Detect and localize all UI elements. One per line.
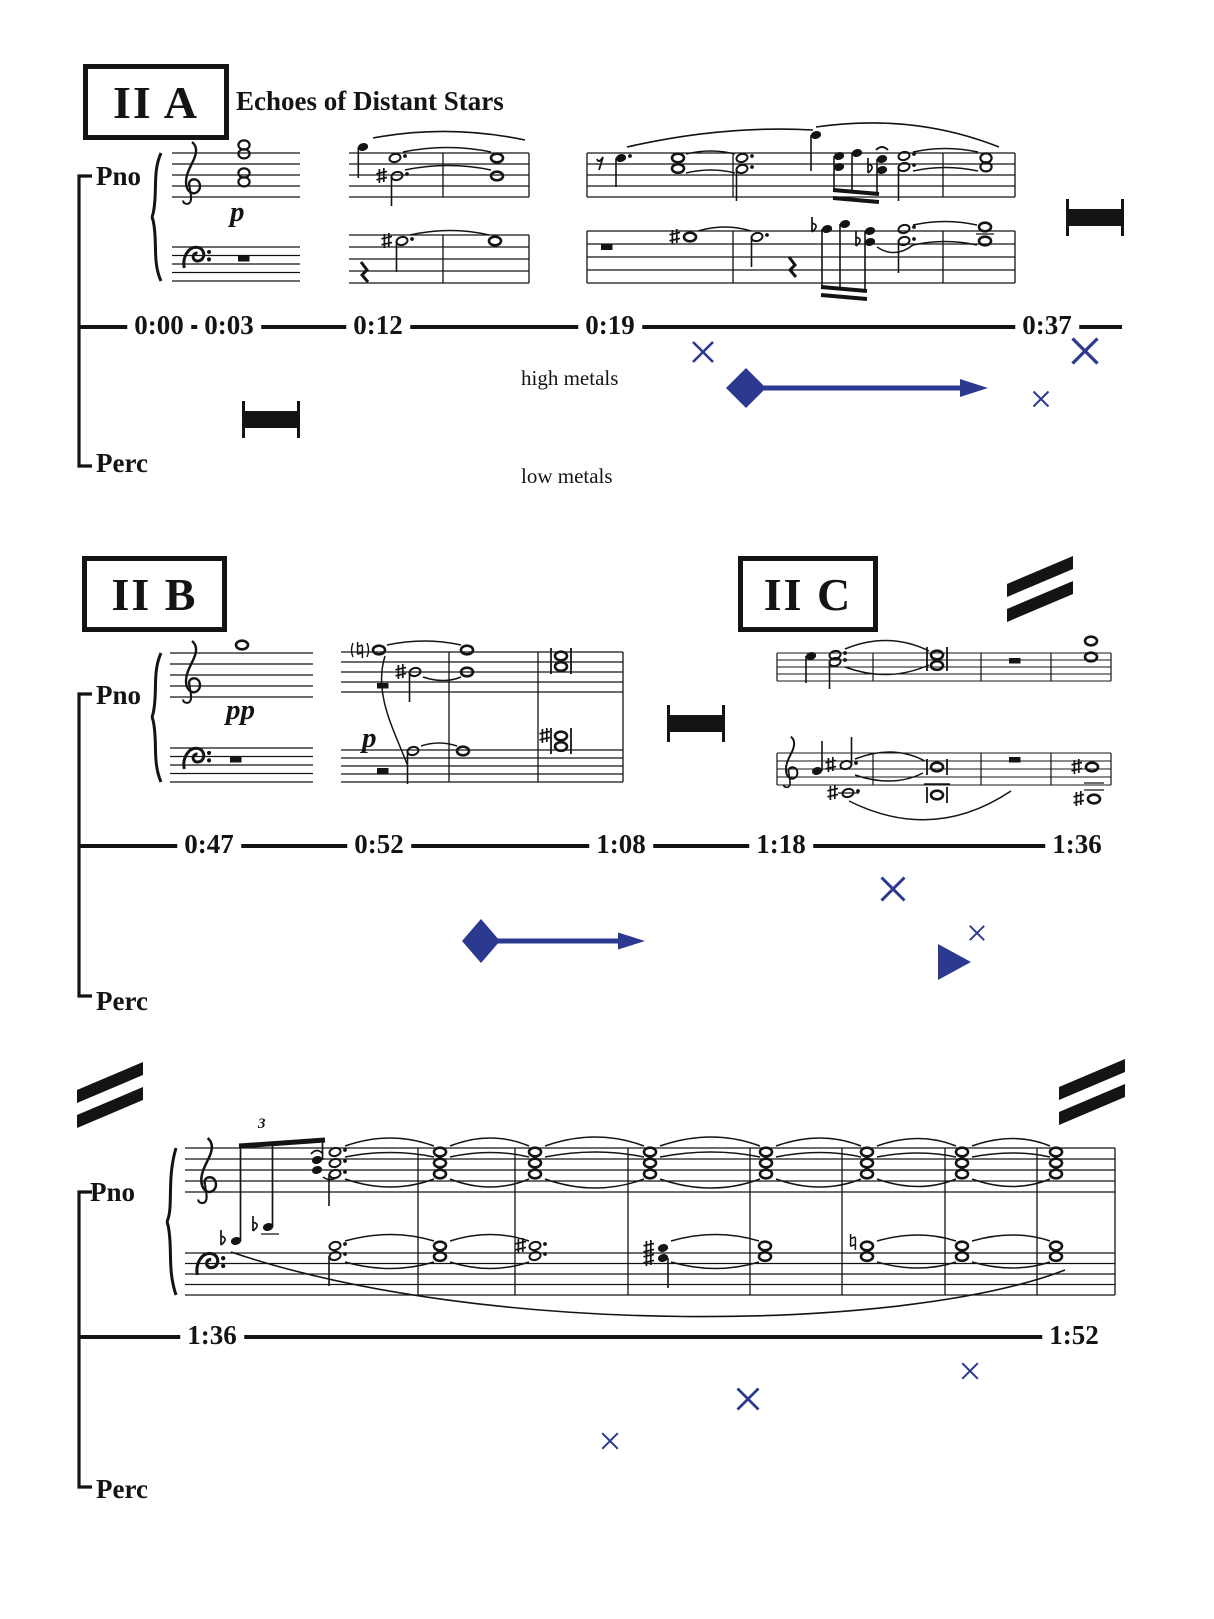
piano-fragment-a3 bbox=[586, 122, 1016, 301]
system-bracket-c bbox=[77, 1190, 92, 1489]
instrument-label-perc-b: Perc bbox=[96, 986, 148, 1016]
page-title: Echoes of Distant Stars bbox=[236, 86, 504, 116]
piano-system-3 bbox=[165, 1136, 1116, 1318]
system-bracket-a bbox=[77, 174, 92, 468]
piano-fragment-iic bbox=[776, 635, 1112, 821]
instrument-label-pno-c: Pno bbox=[90, 1177, 136, 1207]
perc-label-low-metals: low metals bbox=[521, 464, 613, 488]
instrument-label-pno-a: Pno bbox=[96, 161, 142, 191]
dynamic-p-a: p bbox=[230, 196, 245, 228]
tuplet-number: 3 bbox=[258, 1116, 266, 1132]
diamond-marker bbox=[726, 368, 766, 408]
instrument-label-perc-c: Perc bbox=[96, 1474, 148, 1504]
time-marker: 0:52 bbox=[347, 827, 411, 861]
section-label-iic: II C bbox=[763, 568, 853, 620]
time-marker: 1:18 bbox=[749, 827, 813, 861]
time-marker: 0:03 bbox=[197, 308, 261, 342]
perc-x-marker bbox=[968, 924, 986, 942]
piano-fragment-a1 bbox=[150, 139, 300, 282]
perc-label-high-metals: high metals bbox=[521, 366, 619, 390]
time-marker: 1:36 bbox=[1045, 827, 1109, 861]
time-marker: 0:12 bbox=[346, 308, 410, 342]
hold-bar-b bbox=[665, 703, 727, 744]
dynamic-pp-b: pp bbox=[226, 694, 255, 726]
piano-fragment-b1 bbox=[150, 639, 313, 783]
time-marker: 0:37 bbox=[1015, 308, 1079, 342]
section-box-iic: II C bbox=[738, 556, 878, 632]
piano-fragment-a2 bbox=[349, 130, 530, 284]
timeline-c-line bbox=[78, 1335, 1100, 1339]
caesura-slashes-c-left bbox=[77, 1062, 143, 1128]
instrument-label-pno-b: Pno bbox=[96, 680, 142, 710]
instrument-label-perc-a: Perc bbox=[96, 448, 148, 478]
section-label-iib: II B bbox=[111, 568, 198, 620]
time-marker: 0:19 bbox=[578, 308, 642, 342]
time-marker: 0:47 bbox=[177, 827, 241, 861]
section-box-iib: II B bbox=[82, 556, 227, 632]
perc-x-marker bbox=[691, 340, 715, 364]
piano-fragment-b2 bbox=[341, 640, 624, 784]
arrow-head bbox=[960, 379, 988, 397]
perc-markers-a bbox=[691, 336, 1100, 408]
section-label-iia: II A bbox=[113, 76, 199, 128]
perc-x-marker bbox=[880, 876, 906, 902]
time-marker: 1:36 bbox=[180, 1318, 244, 1352]
perc-x-marker bbox=[961, 1362, 979, 1380]
perc-x-marker bbox=[1070, 336, 1100, 366]
perc-x-marker bbox=[601, 1432, 619, 1450]
time-marker: 1:08 bbox=[589, 827, 653, 861]
time-marker: 0:00 bbox=[127, 308, 191, 342]
arrow-head bbox=[618, 932, 645, 950]
caesura-slashes-b bbox=[1007, 556, 1073, 622]
time-marker: 1:52 bbox=[1042, 1318, 1106, 1352]
section-box-iia: II A bbox=[83, 64, 229, 140]
perc-markers-b bbox=[462, 876, 986, 980]
diamond-marker bbox=[462, 919, 500, 963]
dynamic-p-b: p bbox=[362, 722, 377, 754]
triangle-marker bbox=[938, 944, 971, 980]
perc-markers-c bbox=[601, 1362, 979, 1450]
perc-x-marker bbox=[1032, 390, 1050, 408]
perc-x-marker bbox=[736, 1387, 760, 1411]
